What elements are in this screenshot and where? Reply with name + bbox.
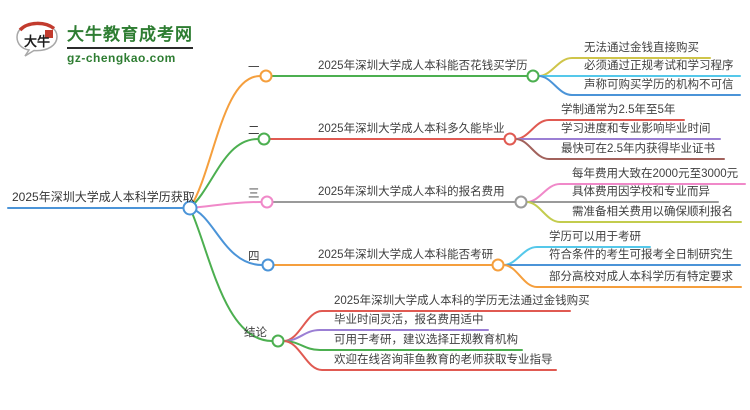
logo-bull-icon: 大牛 [16, 21, 58, 57]
branch-1-child-3-line [537, 75, 741, 96]
conclusion-child-4-line [282, 340, 557, 371]
connector-branch-1 [189, 75, 261, 209]
branch-1-index[interactable]: 一 [248, 62, 260, 74]
branch-1-child-3[interactable]: 声称可购买学历的机构不可信 [584, 79, 734, 91]
branch-4-child-3[interactable]: 部分高校对成人本科学历有特定要求 [549, 271, 733, 283]
logo-seal [45, 30, 53, 38]
branch-2-anchor-circle [257, 132, 271, 146]
branch-4-topic[interactable]: 2025年深圳大学成人本科能否考研 [318, 249, 494, 261]
branch-2-child-2[interactable]: 学习进度和专业影响毕业时间 [561, 123, 711, 135]
conclusion-child-3[interactable]: 可用于考研，建议选择正规教育机构 [334, 334, 518, 346]
logo-url: gz-chengkao.com [67, 51, 176, 65]
branch-3-anchor-circle [260, 195, 274, 209]
branch-2-child-3[interactable]: 最快可在2.5年内获得毕业证书 [561, 143, 715, 155]
connector-branch-2 [189, 138, 259, 209]
conclusion-index[interactable]: 结论 [244, 327, 267, 339]
branch-3-topic-circle [514, 195, 528, 209]
branch-3-child-2[interactable]: 具体费用因学校和专业而异 [572, 186, 710, 198]
branch-3-topic[interactable]: 2025年深圳大学成人本科的报名费用 [318, 186, 505, 198]
root-anchor-circle [182, 200, 198, 216]
branch-3-child-1[interactable]: 每年费用大致在2000元至3000元 [572, 168, 739, 180]
conclusion-anchor-circle [271, 334, 285, 348]
branch-3-index[interactable]: 三 [248, 188, 260, 200]
site-logo[interactable]: 大牛 大牛教育成考网 gz-chengkao.com [14, 18, 193, 65]
branch-1-topic[interactable]: 2025年深圳大学成人本科能否花钱买学历 [318, 60, 528, 72]
branch-2-child-3-line [514, 138, 725, 160]
branch-2-index[interactable]: 二 [248, 125, 260, 137]
branch-4-index[interactable]: 四 [248, 251, 260, 263]
branch-1-topic-circle [526, 69, 540, 83]
branch-1-anchor-circle [259, 69, 273, 83]
branch-4-anchor-circle [261, 258, 275, 272]
logo-divider [67, 47, 193, 49]
branch-1-child-2[interactable]: 必须通过正规考试和学习程序 [584, 60, 734, 72]
branch-3-child-3-line [525, 201, 742, 223]
connector-branch-3 [189, 201, 262, 209]
logo-icon-text: 大牛 [24, 34, 50, 49]
conclusion-child-2[interactable]: 毕业时间灵活，报名费用适中 [334, 314, 484, 326]
branch-3-child-3[interactable]: 需准备相关费用以确保顺利报名 [572, 206, 733, 218]
branch-1-child-1[interactable]: 无法通过金钱直接购买 [584, 42, 699, 54]
logo-text-block: 大牛教育成考网 gz-chengkao.com [67, 18, 193, 65]
branch-4-child-3-line [502, 264, 742, 288]
branch-2-topic-circle [503, 132, 517, 146]
branch-4-child-1[interactable]: 学历可以用于考研 [549, 231, 641, 243]
branch-4-topic-circle [491, 258, 505, 272]
logo-title: 大牛教育成考网 [67, 25, 193, 44]
root-topic[interactable]: 2025年深圳大学成人本科学历获取 [12, 190, 195, 204]
branch-2-topic[interactable]: 2025年深圳大学成人本科多久能毕业 [318, 123, 505, 135]
branch-4-child-2[interactable]: 符合条件的考生可报考全日制研究生 [549, 249, 733, 261]
connector-branch-4 [189, 207, 263, 266]
conclusion-child-1[interactable]: 2025年深圳大学成人本科的学历无法通过金钱购买 [334, 295, 590, 307]
branch-2-child-1[interactable]: 学制通常为2.5年至5年 [561, 104, 676, 116]
connector-branch-conclusion [189, 207, 273, 342]
conclusion-child-4[interactable]: 欢迎在线咨询菲鱼教育的老师获取专业指导 [334, 354, 553, 366]
